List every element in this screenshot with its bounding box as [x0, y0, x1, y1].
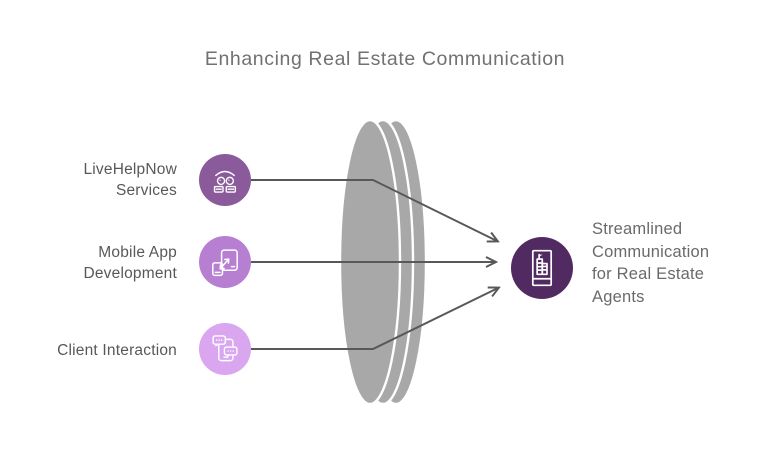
- input-node-client-interaction: [199, 323, 251, 375]
- input-node-livehelpnow-services: [199, 154, 251, 206]
- label-line: Mobile App: [98, 244, 177, 261]
- input-label-mobile-app-development: Mobile App Development: [17, 242, 177, 284]
- label-line: Agents: [592, 287, 645, 306]
- smartphone-building-icon: [521, 247, 563, 289]
- responsive-devices-icon: [208, 245, 242, 279]
- support-team-icon: [208, 163, 242, 197]
- input-label-client-interaction: Client Interaction: [17, 341, 177, 361]
- input-label-livehelpnow-services: LiveHelpNow Services: [17, 159, 177, 201]
- connector-arrow-top: [251, 179, 497, 241]
- label-line: Development: [83, 265, 177, 282]
- chat-smartphone-icon: [208, 332, 242, 366]
- input-node-mobile-app-development: [199, 236, 251, 288]
- label-line: Streamlined: [592, 220, 683, 238]
- connector-arrows: [251, 179, 498, 350]
- label-line: for Real Estate: [592, 265, 705, 283]
- label-line: Client Interaction: [57, 342, 177, 359]
- output-node-streamlined-communication: [511, 237, 573, 299]
- funnel-lens-icon: [338, 118, 428, 406]
- label-line: Communication: [592, 242, 710, 261]
- diagram-title: Enhancing Real Estate Communication: [204, 48, 566, 70]
- output-label-streamlined-communication: Streamlined Communication for Real Estat…: [592, 218, 752, 308]
- label-line: LiveHelpNow: [83, 161, 177, 178]
- label-line: Services: [115, 182, 177, 199]
- connector-arrow-bottom: [251, 288, 498, 350]
